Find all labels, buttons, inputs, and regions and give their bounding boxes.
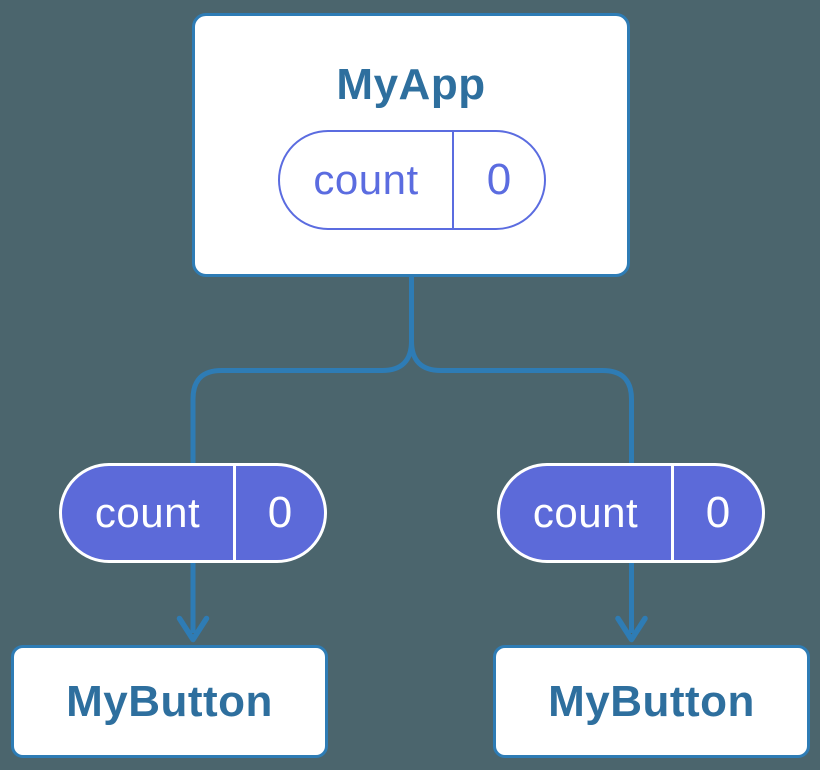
state-name-label: count bbox=[280, 132, 454, 228]
left-arrowhead-icon bbox=[176, 615, 210, 643]
prop-value: 0 bbox=[705, 488, 731, 537]
right-child-component-title: MyButton bbox=[548, 676, 755, 726]
parent-component-title: MyApp bbox=[336, 60, 486, 109]
parent-component-card: MyApp bbox=[192, 13, 630, 277]
left-child-component-card: MyButton bbox=[11, 645, 328, 758]
state-value: 0 bbox=[486, 155, 512, 204]
left-child-component-title: MyButton bbox=[66, 676, 273, 726]
prop-value: 0 bbox=[267, 488, 293, 537]
right-arrowhead-icon bbox=[615, 615, 648, 643]
left-prop-pill: count 0 bbox=[59, 463, 327, 563]
right-child-component-card: MyButton bbox=[493, 645, 810, 758]
branch-left-connector bbox=[190, 275, 414, 464]
right-prop-pill: count 0 bbox=[497, 463, 765, 563]
prop-name-label: count bbox=[62, 466, 236, 560]
branch-right-connector bbox=[409, 275, 634, 464]
prop-name-label: count bbox=[500, 466, 674, 560]
parent-state-pill: count 0 bbox=[278, 130, 546, 230]
